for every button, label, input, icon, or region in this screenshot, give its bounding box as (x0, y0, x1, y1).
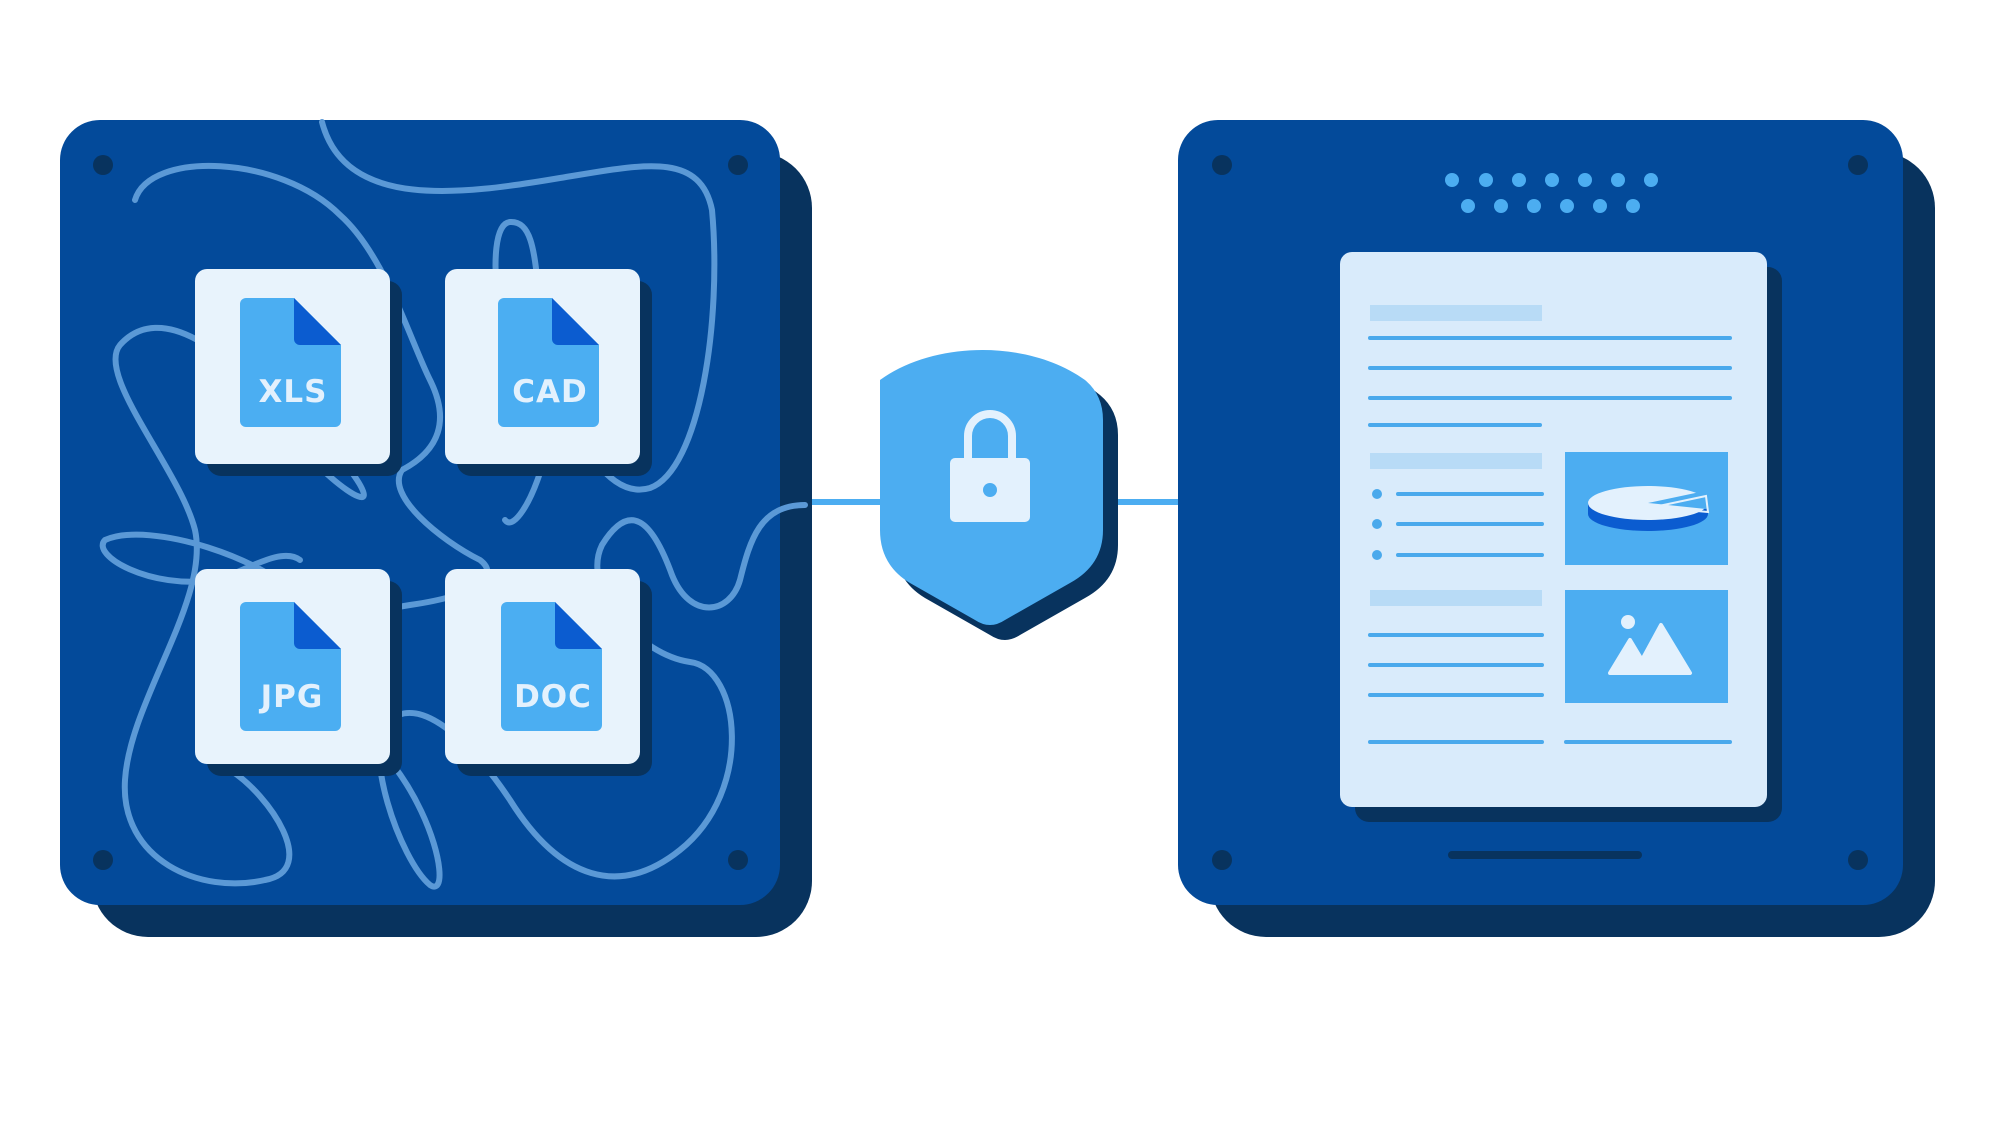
doc-subheading (1370, 453, 1542, 469)
file-type-label: CAD (512, 374, 587, 410)
doc-bullet-list (1372, 489, 1544, 560)
doc-text-lines (1368, 336, 1732, 427)
file-type-label: DOC (514, 679, 592, 715)
file-card-jpg: JPG (195, 569, 402, 776)
screw (728, 155, 748, 175)
home-bar (1448, 851, 1642, 859)
security-shield (880, 350, 1118, 640)
source-panel-body (60, 120, 780, 905)
file-card-doc: DOC (445, 569, 652, 776)
screw (93, 155, 113, 175)
file-card-cad: CAD (445, 269, 652, 476)
doc-heading (1370, 305, 1542, 321)
file-type-label: XLS (259, 374, 328, 410)
screw (1212, 155, 1232, 175)
doc-text-lines (1368, 633, 1732, 744)
file-type-label: JPG (259, 679, 324, 715)
screw (1848, 155, 1868, 175)
screw (728, 850, 748, 870)
screw (93, 850, 113, 870)
pie-chart-icon (1565, 452, 1728, 565)
source-panel: XLS CAD JPG DOC (60, 119, 812, 937)
file-card-xls: XLS (195, 269, 402, 476)
speaker-grille (1445, 173, 1658, 213)
doc-subheading (1370, 590, 1542, 606)
screw (1212, 850, 1232, 870)
image-icon (1565, 590, 1728, 703)
screw (1848, 850, 1868, 870)
lock-icon (950, 410, 1030, 522)
target-panel (1178, 120, 1935, 937)
document-sheet (1340, 252, 1782, 822)
